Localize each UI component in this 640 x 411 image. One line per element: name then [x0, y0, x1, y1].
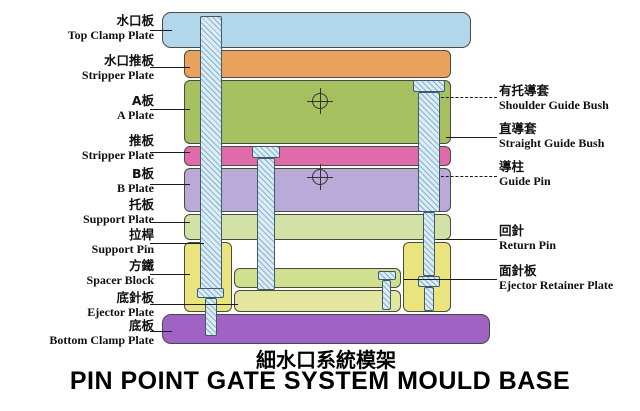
ejector-plate: [234, 290, 401, 312]
title-english: PIN POINT GATE SYSTEM MOULD BASE: [69, 367, 571, 395]
label-bottom-clamp-plate: 底板 Bottom Clamp Plate: [4, 318, 154, 347]
label-ejector-retainer-plate: 面針板 Ejector Retainer Plate: [499, 263, 639, 292]
label-zh: 面針板: [499, 263, 537, 278]
label-en: Support Pin: [91, 242, 154, 256]
label-zh: 導柱: [499, 159, 525, 174]
label-en: Top Clamp Plate: [67, 28, 154, 42]
label-en: Bottom Clamp Plate: [49, 333, 154, 347]
leader-stripper-md: [150, 152, 190, 153]
label-return-pin: 回針 Return Pin: [499, 223, 639, 252]
leader-straight-bush: [446, 137, 497, 138]
label-en: Ejector Retainer Plate: [499, 278, 614, 292]
ejector-bolt-head: [378, 271, 396, 280]
leader-support: [150, 222, 190, 223]
leader-retainer: [404, 279, 497, 280]
label-en: B Plate: [117, 181, 154, 195]
a-plate: [184, 80, 451, 144]
label-en: A Plate: [117, 108, 154, 122]
label-zh: 水口推板: [103, 53, 154, 68]
guide-pin-head: [252, 146, 280, 158]
center-mark-icon: [307, 164, 333, 190]
puller-bolt-shaft: [205, 298, 217, 336]
label-zh: 底針板: [116, 290, 154, 305]
label-en: Support Plate: [82, 212, 154, 226]
label-en: Straight Guide Bush: [499, 136, 605, 150]
label-zh: 方鐵: [128, 258, 154, 273]
label-zh: 底板: [128, 318, 154, 333]
label-zh: 有托導套: [499, 83, 550, 98]
return-pin-shaft: [423, 212, 435, 276]
label-top-clamp-plate: 水口板 Top Clamp Plate: [4, 13, 154, 42]
support-plate: [184, 214, 451, 240]
label-en: Shoulder Guide Bush: [499, 98, 609, 112]
label-ejector-plate: 底針板 Ejector Plate: [4, 290, 154, 319]
label-zh: B板: [131, 166, 154, 181]
label-zh: 水口板: [116, 13, 154, 28]
straight-guide-bush-body: [418, 92, 440, 212]
label-en: Guide Pin: [499, 174, 551, 188]
label-en: Stripper Plate: [81, 148, 154, 162]
label-zh: 回針: [499, 223, 525, 238]
label-spacer-block: 方鐵 Spacer Block: [4, 258, 154, 287]
leader-shoulder-bush: [441, 97, 497, 98]
return-pin-tail: [424, 287, 434, 311]
leader-support-pin: [150, 243, 204, 244]
leader-top-clamp: [150, 30, 172, 31]
leader-ejector: [150, 304, 238, 305]
center-mark-icon: [307, 88, 333, 114]
leader-guide-pin: [441, 176, 497, 177]
leader-a-plate: [150, 109, 190, 110]
label-guide-pin: 導柱 Guide Pin: [499, 159, 639, 188]
label-straight-guide-bush: 直導套 Straight Guide Bush: [499, 121, 639, 150]
title-chinese: 細水口系統模架: [256, 348, 396, 372]
label-b-plate: B板 B Plate: [4, 166, 154, 195]
shoulder-guide-bush-flange: [413, 80, 445, 92]
stripper-plate-upper: [184, 50, 451, 78]
leader-stripper-up: [150, 67, 190, 68]
puller-bolt-head: [197, 288, 224, 298]
ejector-bolt-shaft: [382, 280, 391, 310]
label-zh: A板: [131, 93, 154, 108]
label-zh: 推板: [128, 133, 154, 148]
label-en: Spacer Block: [86, 273, 154, 287]
label-shoulder-guide-bush: 有托導套 Shoulder Guide Bush: [499, 83, 639, 112]
leader-spacer: [150, 274, 190, 275]
leader-bottom: [150, 331, 172, 332]
stripper-plate-middle: [184, 146, 451, 166]
label-zh: 拉桿: [128, 227, 154, 242]
label-support-plate: 托板 Support Plate: [4, 197, 154, 226]
label-zh: 托板: [128, 197, 154, 212]
leader-return-pin: [437, 239, 497, 240]
label-support-pin: 拉桿 Support Pin: [4, 227, 154, 256]
label-en: Stripper Plate: [81, 68, 154, 82]
label-stripper-plate-middle: 推板 Stripper Plate: [4, 133, 154, 162]
label-stripper-plate-upper: 水口推板 Stripper Plate: [4, 53, 154, 82]
return-pin-head: [418, 276, 440, 287]
guide-pin-shaft: [257, 158, 275, 290]
support-pin-column: [200, 16, 222, 290]
leader-b-plate: [150, 184, 190, 185]
ejector-retainer-plate: [234, 268, 401, 288]
label-en: Ejector Plate: [87, 305, 154, 319]
label-a-plate: A板 A Plate: [4, 93, 154, 122]
label-en: Return Pin: [499, 238, 556, 252]
label-zh: 直導套: [499, 121, 537, 136]
